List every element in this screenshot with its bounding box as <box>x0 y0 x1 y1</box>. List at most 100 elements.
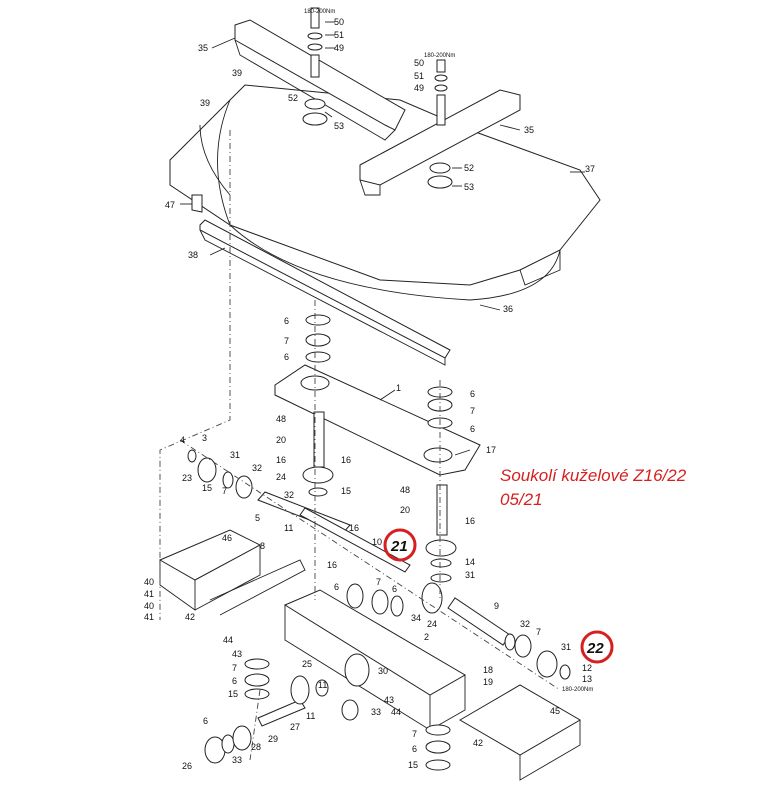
part-label: 43 <box>384 695 394 705</box>
bearing-stack-lower-left <box>244 658 270 700</box>
torque-notes: 180-200Nm 180-200Nm 180-200Nm <box>304 9 593 693</box>
rail-38 <box>199 219 451 366</box>
part-label: 39 <box>232 68 242 78</box>
part-label: 8 <box>260 541 265 551</box>
part-label: 7 <box>284 336 289 346</box>
part-label: 15 <box>202 483 212 493</box>
caption-date: 05/21 <box>500 490 543 509</box>
part-label: 13 <box>582 674 592 684</box>
part-label: 49 <box>414 83 424 93</box>
part-label: 7 <box>536 627 541 637</box>
shaft-10 <box>299 507 411 573</box>
part-label: 50 <box>334 17 344 27</box>
part-label: 23 <box>182 473 192 483</box>
part-label: 33 <box>371 707 381 717</box>
part-label: 32 <box>284 490 294 500</box>
part-label: 10 <box>372 537 382 547</box>
part-label: 53 <box>334 121 344 131</box>
part-label: 34 <box>411 613 421 623</box>
part-label: 2 <box>424 632 429 642</box>
part-label: 52 <box>464 163 474 173</box>
side-gear-right <box>504 633 571 680</box>
part-label: 40 <box>144 601 154 611</box>
callout-22: 22 <box>580 630 614 664</box>
part-label: 36 <box>503 304 513 314</box>
knife-bar-left <box>234 19 406 141</box>
bearing-stack-lower-right <box>425 724 451 771</box>
part-label: 32 <box>520 619 530 629</box>
part-label: 26 <box>182 761 192 771</box>
part-label: 6 <box>470 389 475 399</box>
part-label: 7 <box>376 577 381 587</box>
bevel-gear-upper-left <box>302 466 334 497</box>
part-label: 46 <box>222 533 232 543</box>
part-label: 6 <box>203 716 208 726</box>
part-label: 3 <box>202 433 207 443</box>
part-label: 7 <box>232 663 237 673</box>
caption-title: Soukolí kuželové Z16/22 <box>500 466 687 485</box>
part-label: 1 <box>396 383 401 393</box>
part-label: 17 <box>486 445 496 455</box>
part-label: 48 <box>400 485 410 495</box>
part-label: 38 <box>188 250 198 260</box>
part-label: 6 <box>334 582 339 592</box>
part-label: 31 <box>465 570 475 580</box>
bracket-47 <box>191 194 203 213</box>
part-label: 42 <box>473 738 483 748</box>
part-label: 24 <box>427 619 437 629</box>
part-label: 35 <box>524 125 534 135</box>
callout-21-text: 21 <box>390 538 408 555</box>
knife-bar-right <box>359 89 521 196</box>
part-label: 7 <box>412 729 417 739</box>
part-label: 12 <box>582 663 592 673</box>
leader-lines <box>180 21 585 456</box>
bevel-gear-middle <box>346 582 443 617</box>
part-label: 16 <box>341 455 351 465</box>
part-label: 16 <box>276 455 286 465</box>
part-label: 37 <box>585 164 595 174</box>
part-label: 11 <box>284 523 293 533</box>
part-label: 27 <box>290 722 300 732</box>
part-label: 44 <box>391 707 401 717</box>
shaft-20-left <box>313 411 325 468</box>
part-label: 44 <box>223 635 233 645</box>
part-label: 9 <box>494 601 499 611</box>
part-label: 16 <box>349 523 359 533</box>
nut-33 <box>341 699 359 721</box>
part-label: 31 <box>230 450 240 460</box>
part-label: 16 <box>327 560 337 570</box>
part-label: 14 <box>465 557 475 567</box>
part-label: 15 <box>341 486 351 496</box>
part-label: 6 <box>470 424 475 434</box>
callout-22-text: 22 <box>586 640 604 657</box>
part-label: 25 <box>302 659 312 669</box>
part-label: 7 <box>470 406 475 416</box>
part-label: 28 <box>251 742 261 752</box>
part-label: 47 <box>165 200 175 210</box>
torque-note: 180-200Nm <box>424 53 455 59</box>
part-label: 41 <box>144 589 154 599</box>
part-label: 51 <box>334 30 344 40</box>
hub-stack-right <box>427 59 453 189</box>
frame-bracket-46 <box>158 529 306 616</box>
part-label: 31 <box>561 642 571 652</box>
part-label: 15 <box>228 689 238 699</box>
shaft-20-right <box>436 484 448 536</box>
part-label: 6 <box>284 316 289 326</box>
part-label: 7 <box>222 486 227 496</box>
part-label: 29 <box>268 734 278 744</box>
part-label: 49 <box>334 43 344 53</box>
part-label: 43 <box>232 649 242 659</box>
part-label: 48 <box>276 414 286 424</box>
part-labels: 50 51 49 35 39 39 52 53 50 51 49 35 52 5… <box>144 17 595 771</box>
part-label: 30 <box>378 666 388 676</box>
part-label: 24 <box>276 472 286 482</box>
part-label: 45 <box>550 706 560 716</box>
part-label: 20 <box>400 505 410 515</box>
part-label: 53 <box>464 182 474 192</box>
part-label: 52 <box>288 93 298 103</box>
part-label: 33 <box>232 755 242 765</box>
shaft-9 <box>447 597 511 646</box>
part-label: 6 <box>284 352 289 362</box>
part-label: 41 <box>144 612 154 622</box>
